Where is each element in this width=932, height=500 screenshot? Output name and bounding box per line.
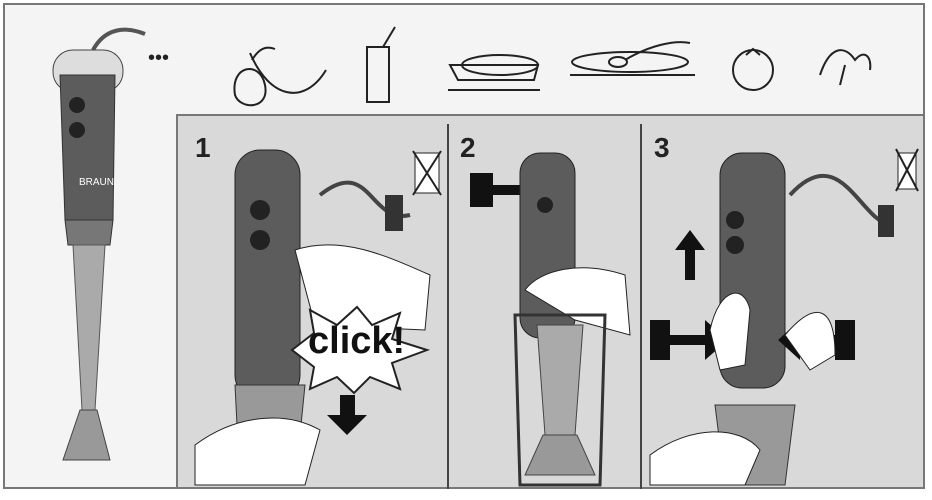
- step-2-number: 2: [460, 132, 476, 163]
- divider-2: [640, 124, 642, 489]
- step-3-number: 3: [654, 132, 670, 163]
- parsley-icon: [819, 49, 872, 86]
- ellipsis: •••: [148, 47, 170, 69]
- hand-blender-image: BRAUN: [52, 27, 146, 461]
- glass-icon: [366, 26, 396, 103]
- click-text: click!: [308, 320, 406, 362]
- step-1-number: 1: [195, 132, 211, 163]
- plate-spoon-icon: [570, 41, 695, 76]
- gravy-boat-icon: [448, 54, 540, 91]
- apple-banana-icon: [233, 46, 327, 107]
- step-1-illustration: [194, 149, 442, 486]
- step-3-illustration: [649, 148, 919, 486]
- no-dishwasher-icon-2: [895, 148, 919, 192]
- no-dishwasher-icon: [412, 150, 442, 196]
- click-burst: [290, 305, 431, 395]
- tomato-icon: [732, 47, 774, 91]
- brand-label: BRAUN: [79, 177, 114, 188]
- step-2-illustration: [470, 152, 631, 487]
- divider-1: [447, 124, 449, 489]
